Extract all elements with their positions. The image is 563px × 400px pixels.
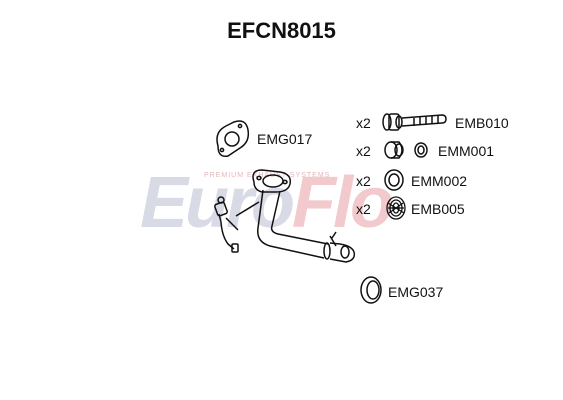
qty-emm001: x2 [356, 143, 371, 159]
eurofllo-watermark-logo: EuroFlo [140, 162, 394, 244]
bolt-icon [382, 113, 447, 131]
coil-spring-icon [386, 196, 406, 220]
watermark-brand-second: Flo [292, 163, 394, 243]
watermark-tagline: PREMIUM EXHAUST SYSTEMS [204, 172, 331, 179]
spring-mount-icon [384, 141, 428, 159]
qty-emb005: x2 [356, 201, 371, 217]
part-code-emg037: EMG037 [388, 284, 444, 300]
qty-emb010: x2 [356, 115, 371, 131]
qty-emm002: x2 [356, 173, 371, 189]
watermark-brand-first: Euro [140, 163, 295, 243]
part-code-emb005: EMB005 [411, 201, 465, 217]
triangular-gasket-icon [216, 120, 250, 158]
part-code-emb010: EMB010 [455, 115, 509, 131]
part-code-emm001: EMM001 [438, 143, 495, 159]
front-pipe-icon [214, 169, 356, 263]
part-code-emg017: EMG017 [257, 131, 313, 147]
part-number-title: EFCN8015 [227, 18, 336, 43]
spring-ring-icon [384, 169, 404, 191]
ring-gasket-icon [360, 276, 382, 304]
part-code-emm002: EMM002 [411, 173, 468, 189]
